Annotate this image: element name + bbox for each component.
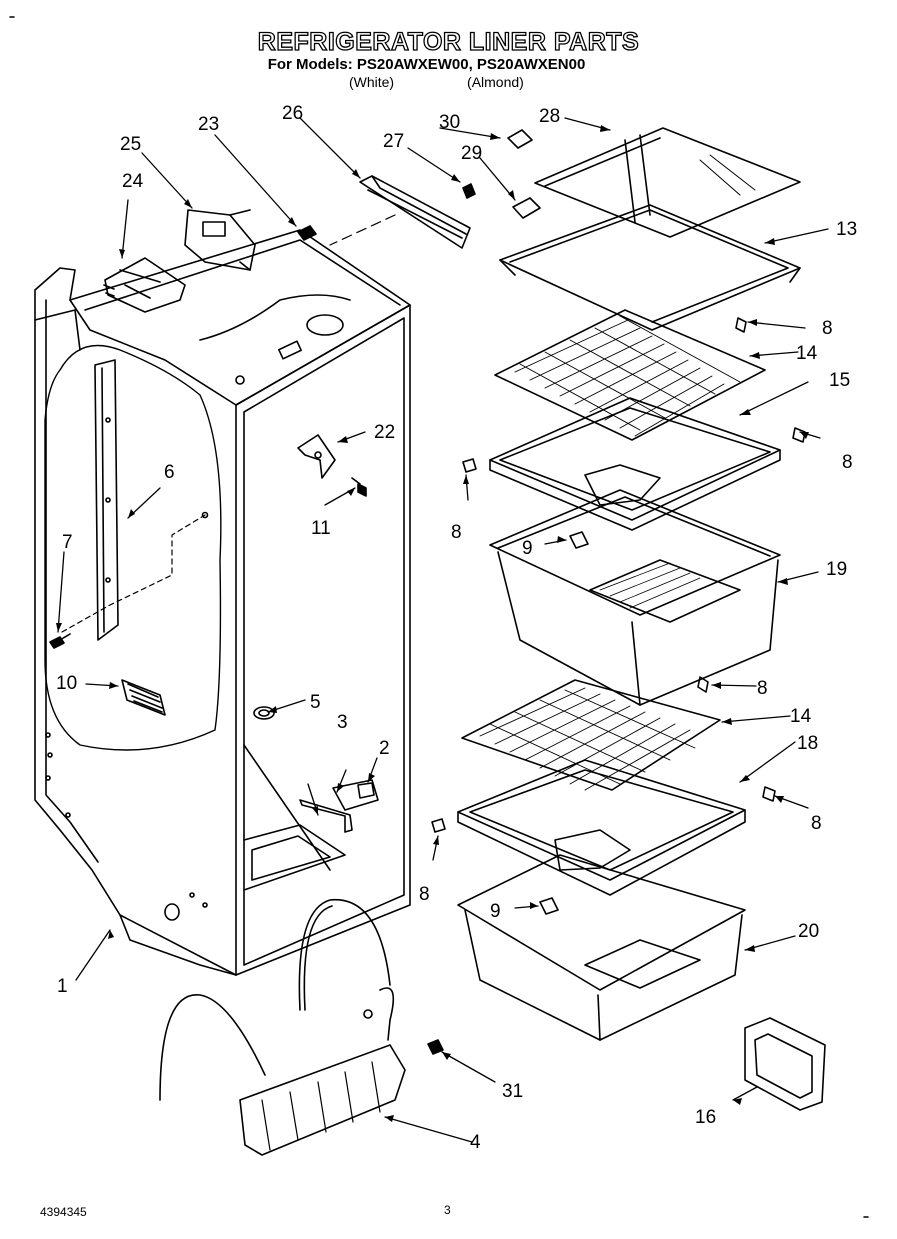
shelf-rail xyxy=(94,359,119,641)
callout-9a: 9 xyxy=(522,538,533,559)
callout-30: 30 xyxy=(439,112,460,133)
callout-28: 28 xyxy=(539,106,560,127)
callout-27: 27 xyxy=(383,131,404,152)
crisper-frame-15 xyxy=(489,397,781,531)
callout-16: 16 xyxy=(695,1107,716,1128)
screw-23 xyxy=(297,225,317,241)
crisper-frame-18 xyxy=(457,759,746,896)
document-number: 4394345 xyxy=(40,1205,87,1219)
callout-5: 5 xyxy=(310,692,321,713)
callout-13: 13 xyxy=(836,219,857,240)
callout-15: 15 xyxy=(829,370,850,391)
callout-8e: 8 xyxy=(811,813,822,834)
callout-4: 4 xyxy=(470,1132,481,1153)
callout-26: 26 xyxy=(282,103,303,124)
callout-8a: 8 xyxy=(822,318,833,339)
callout-25: 25 xyxy=(120,134,141,155)
wire-shelf-14-lower xyxy=(461,679,721,791)
shelf-clips xyxy=(431,317,806,915)
callout-20: 20 xyxy=(798,921,819,942)
callout-18: 18 xyxy=(797,733,818,754)
callout-10: 10 xyxy=(56,673,77,694)
bracket-22 xyxy=(297,434,336,479)
callout-22: 22 xyxy=(374,422,395,443)
callout-31: 31 xyxy=(502,1081,523,1102)
cap-30 xyxy=(507,129,533,149)
arrowheads xyxy=(56,125,809,1122)
liner-body xyxy=(34,229,411,976)
trim-29 xyxy=(512,197,541,219)
callout-8b: 8 xyxy=(842,452,853,473)
control-housing-24 xyxy=(103,257,186,313)
page-title: REFRIGERATOR LINER PARTS xyxy=(257,27,640,56)
channel-26 xyxy=(359,175,471,249)
callout-23: 23 xyxy=(198,114,219,135)
callout-29: 29 xyxy=(461,143,482,164)
callout-14a: 14 xyxy=(796,343,818,364)
screw-11 xyxy=(351,477,367,497)
callout-labels: 1 2 3 4 5 6 7 8 8 8 8 8 8 9 9 10 11 13 1… xyxy=(56,103,857,1153)
callout-8f: 8 xyxy=(419,884,430,905)
shelf-frame-13 xyxy=(499,204,801,331)
glass-shelf-28 xyxy=(534,127,801,238)
cover-25 xyxy=(184,209,256,271)
callout-11: 11 xyxy=(311,518,331,539)
bracket-2 xyxy=(332,779,379,811)
model-numbers: For Models: PS20AWXEW00, PS20AWXEN00 xyxy=(267,56,586,73)
callout-2: 2 xyxy=(379,738,390,759)
callout-6: 6 xyxy=(164,462,175,483)
grille-10 xyxy=(121,679,166,716)
callout-3: 3 xyxy=(337,712,348,733)
screw-27 xyxy=(462,183,476,199)
color-variants: (White) (Almond) xyxy=(0,74,897,90)
callout-1: 1 xyxy=(57,976,68,997)
wire-shelf-14-upper xyxy=(494,309,766,441)
drain-pan-4 xyxy=(159,899,406,1156)
callout-7: 7 xyxy=(62,532,73,553)
callout-24: 24 xyxy=(122,171,144,192)
page-number: 3 xyxy=(444,1203,451,1217)
bracket-3 xyxy=(299,799,353,833)
crisper-drawer-20 xyxy=(457,829,746,1041)
screw-31 xyxy=(427,1039,444,1055)
callout-9b: 9 xyxy=(490,901,501,922)
plug-5 xyxy=(253,706,275,720)
frame-16 xyxy=(744,1017,826,1111)
variant-almond: (Almond) xyxy=(467,74,524,90)
variant-white: (White) xyxy=(348,74,395,90)
leader-lines xyxy=(57,117,829,1143)
crisper-drawer-19 xyxy=(489,464,781,706)
screw-7 xyxy=(49,633,71,649)
callout-8c: 8 xyxy=(451,522,462,543)
callout-14b: 14 xyxy=(790,706,812,727)
callout-19: 19 xyxy=(826,559,847,580)
callout-8d: 8 xyxy=(757,678,768,699)
